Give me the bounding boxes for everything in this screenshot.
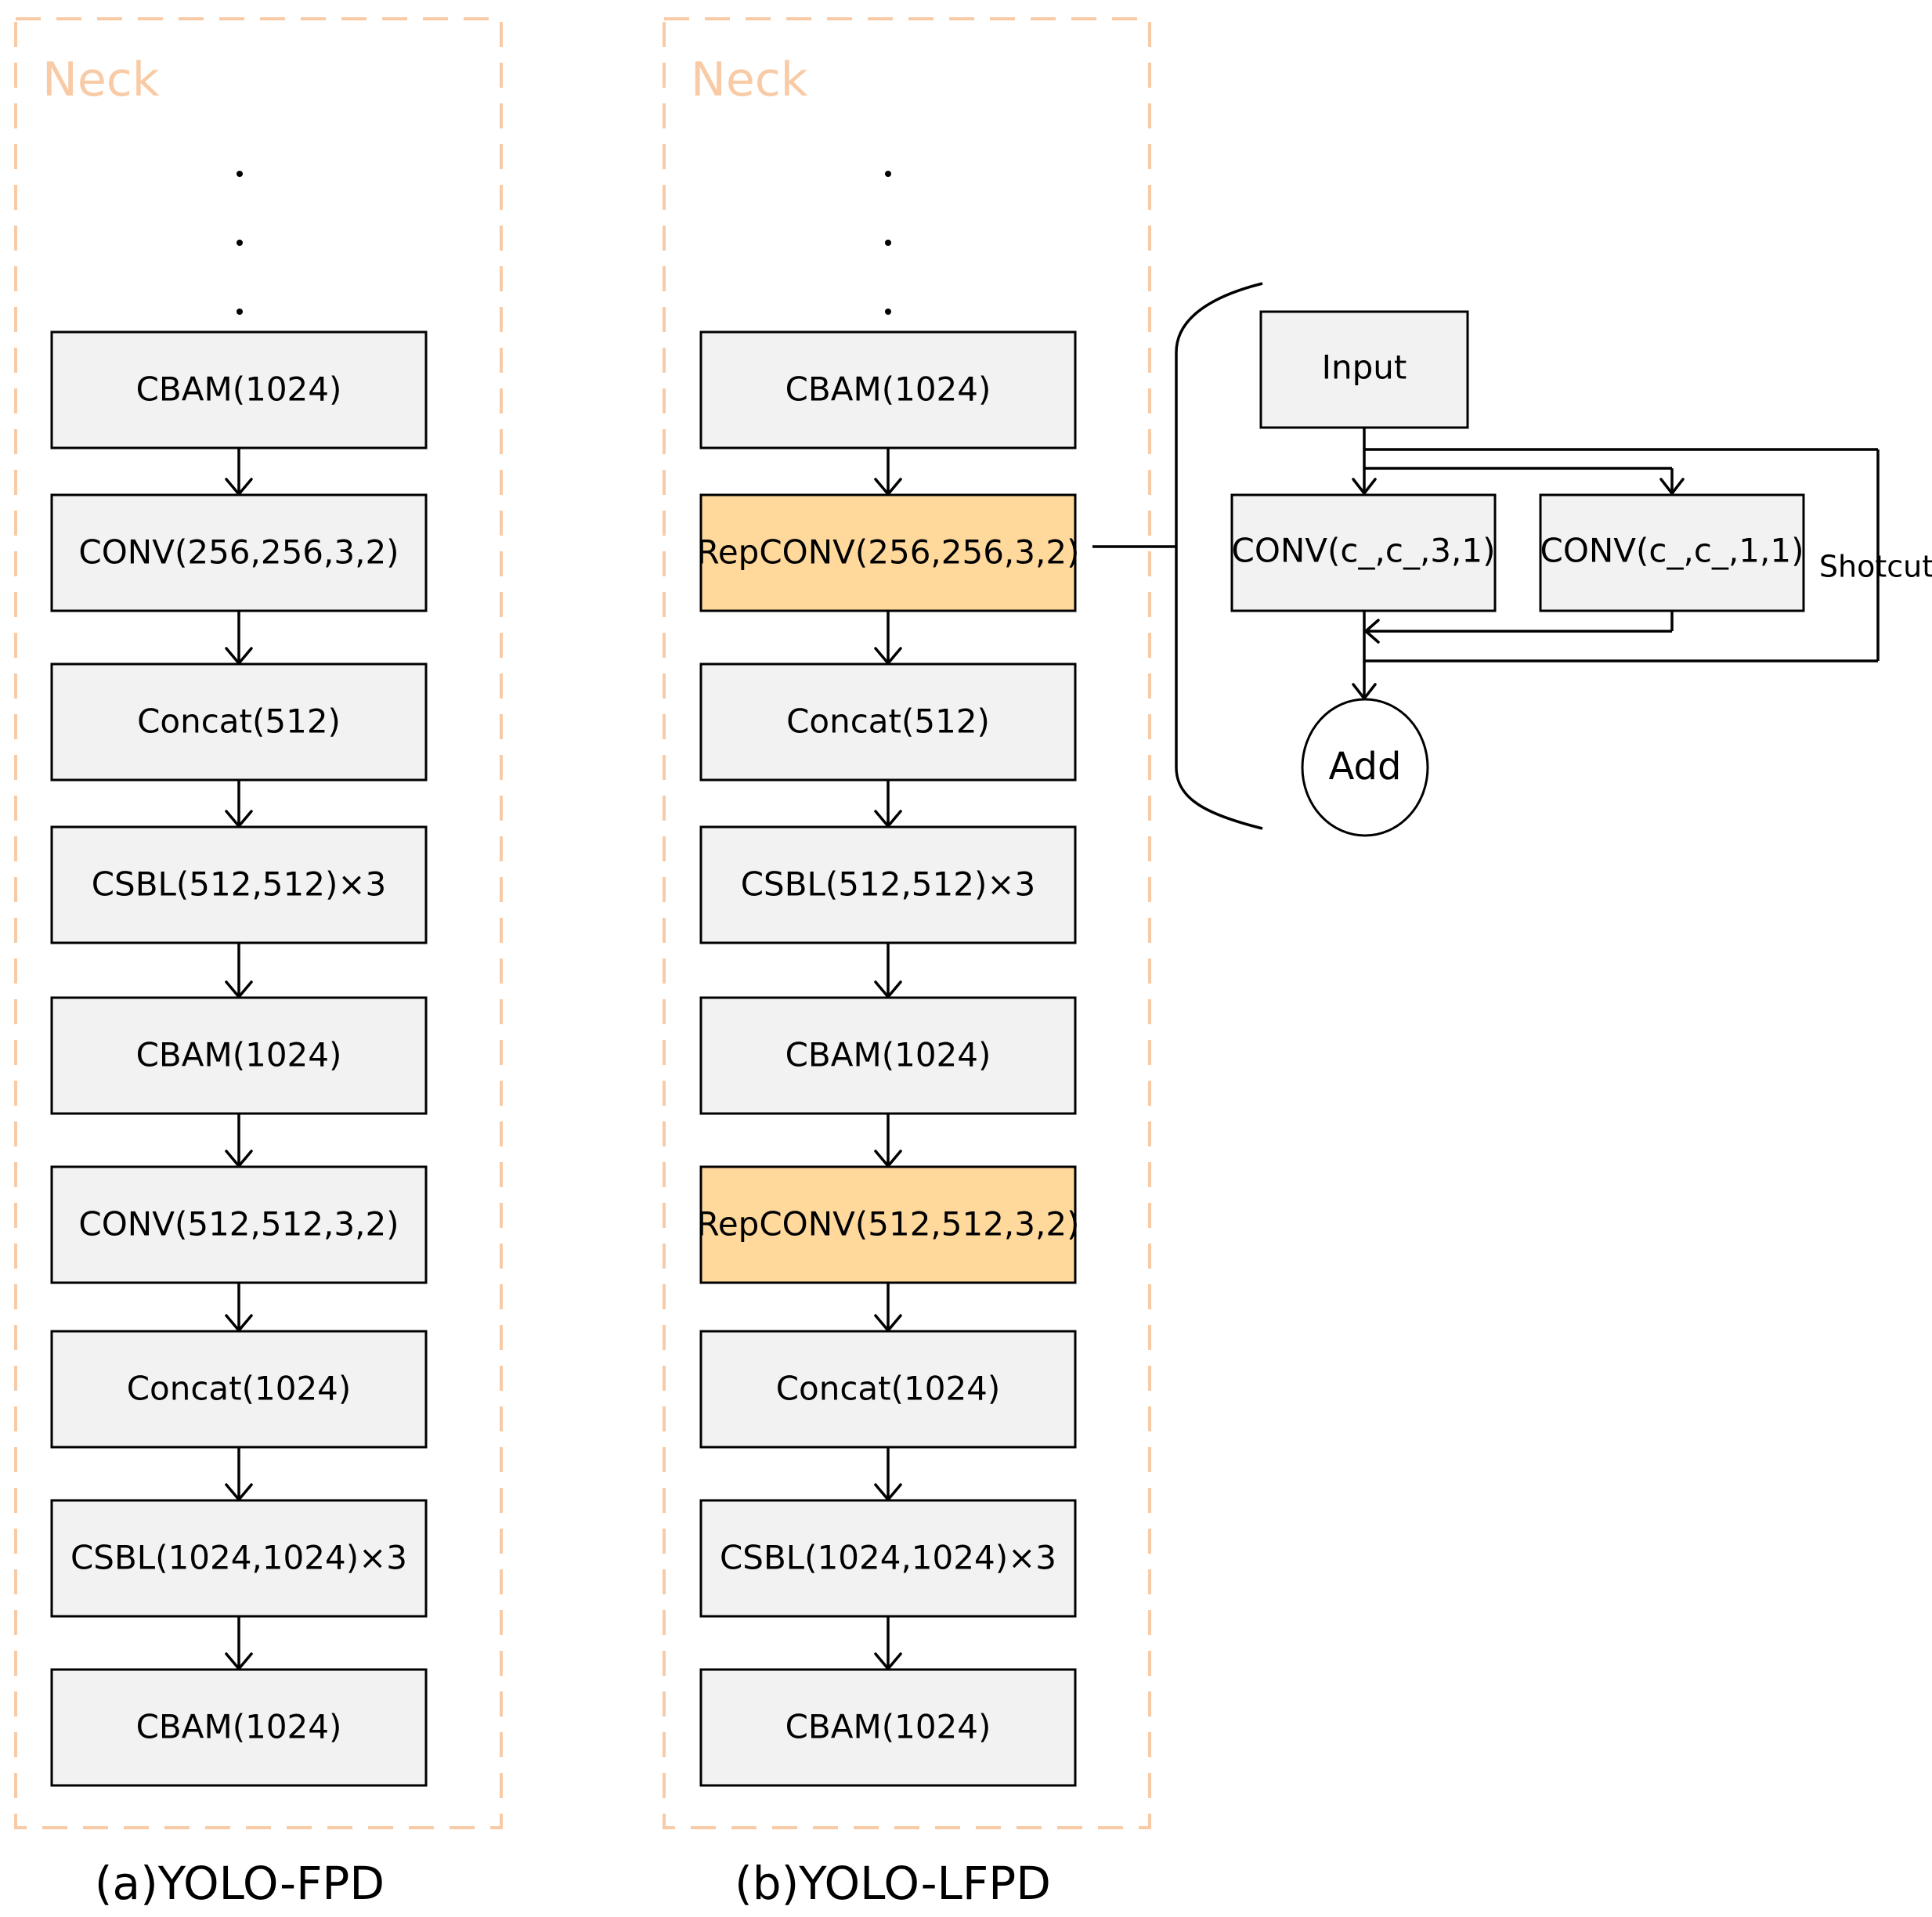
- shortcut-label: Shotcut: [1819, 550, 1932, 584]
- repconv-detail: Input CONV(c_,c_,3,1) CONV(c_,c_,1,1) Ad…: [1092, 282, 1932, 837]
- panel-b-block-label: Concat(1024): [776, 1370, 1001, 1408]
- panel-a-block-label: CSBL(1024,1024)×3: [70, 1539, 407, 1577]
- panel-a-block-label: CONV(512,512,3,2): [78, 1205, 399, 1244]
- panel-b-neck-label: Neck: [691, 52, 808, 107]
- panel-b-block-1: [699, 330, 1077, 449]
- input-to-conv3-arrowhead: [1352, 478, 1377, 495]
- panel-b-block-label: RepCONV(512,512,3,2): [697, 1205, 1080, 1244]
- to-add-arrowhead: [1352, 683, 1377, 700]
- ellipsis-dot: [237, 309, 243, 315]
- panel-a-caption: (a)YOLO-FPD: [95, 1857, 385, 1910]
- panel-a-blocks: CBAM(1024) CONV(256,256,3,2) Concat(512) CS…: [50, 330, 428, 1787]
- conv-1x1-label: CONV(c_,c_,1,1): [1540, 532, 1804, 570]
- ellipsis-dot: [885, 171, 891, 177]
- add-label: Add: [1329, 745, 1402, 789]
- panel-a-block-label: Concat(512): [137, 702, 341, 741]
- panel-b-block-label: CSBL(512,512)×3: [741, 865, 1036, 904]
- panel-b-ellipsis: [885, 171, 891, 315]
- panel-a-block-label: CBAM(1024): [136, 1708, 342, 1746]
- panel-b-block-2: [699, 493, 1077, 612]
- panel-b-block-label: CBAM(1024): [785, 1036, 991, 1074]
- panel-a-block-9: [50, 1668, 428, 1787]
- panel-a-block-7: [50, 1330, 428, 1449]
- panel-a-block-4: [50, 825, 428, 944]
- input-to-conv1-arrowhead: [1659, 478, 1685, 495]
- panel-b-block-6: [699, 1165, 1077, 1284]
- panel-a-block-label: Concat(1024): [127, 1370, 352, 1408]
- panel-a-block-label: CBAM(1024): [136, 370, 342, 409]
- panel-a-block-label: CBAM(1024): [136, 1036, 342, 1074]
- panel-b-block-5: [699, 996, 1077, 1115]
- panel-b-block-7: [699, 1330, 1077, 1449]
- panel-a-neck-frame: [14, 17, 503, 1829]
- ellipsis-dot: [885, 309, 891, 315]
- input-box: [1259, 310, 1469, 429]
- panel-a-neck-label: Neck: [42, 52, 160, 107]
- panel-b: Neck CBAM(1024) RepCONV(256,256,3,2) Conca…: [663, 17, 1151, 1910]
- ellipsis-dot: [885, 240, 891, 246]
- detail-bracket: [1175, 282, 1263, 830]
- panel-b-block-label: Concat(512): [786, 702, 990, 741]
- panel-a-block-label: CONV(256,256,3,2): [78, 533, 399, 572]
- panel-b-neck-frame: [663, 17, 1151, 1829]
- panel-b-block-9: [699, 1668, 1077, 1787]
- panel-b-block-label: CBAM(1024): [785, 370, 991, 409]
- panel-a-block-2: [50, 493, 428, 612]
- ellipsis-dot: [237, 240, 243, 246]
- panel-b-caption: (b)YOLO-LFPD: [735, 1857, 1051, 1910]
- panel-a-ellipsis: [237, 171, 243, 315]
- panel-b-block-label: CSBL(1024,1024)×3: [720, 1539, 1056, 1577]
- panel-b-blocks: CBAM(1024) RepCONV(256,256,3,2) Concat(512…: [697, 330, 1080, 1787]
- conv1-merge-arrowhead: [1364, 619, 1380, 644]
- panel-b-block-label: RepCONV(256,256,3,2): [697, 533, 1080, 572]
- panel-a-block-6: [50, 1165, 428, 1284]
- panel-a-block-label: CSBL(512,512)×3: [92, 865, 387, 904]
- panel-a-block-8: [50, 1499, 428, 1618]
- panel-b-block-3: [699, 662, 1077, 782]
- panel-b-block-label: CBAM(1024): [785, 1708, 991, 1746]
- panel-b-block-8: [699, 1499, 1077, 1618]
- conv-1x1-box: [1539, 493, 1805, 612]
- ellipsis-dot: [237, 171, 243, 177]
- input-label: Input: [1322, 348, 1407, 387]
- panel-b-block-4: [699, 825, 1077, 944]
- panel-a-block-3: [50, 662, 428, 782]
- panel-a: Neck CBAM(1024) CONV(256,256,3,2) Concat(5…: [14, 17, 503, 1910]
- conv-3x3-label: CONV(c_,c_,3,1): [1232, 532, 1496, 570]
